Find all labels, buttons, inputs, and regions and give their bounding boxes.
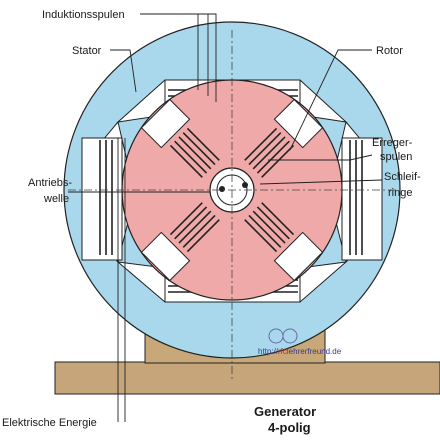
- watermark-url: http://rfclehrerfreund.de: [258, 347, 342, 356]
- excitation-coils: [169, 127, 295, 253]
- label-antriebswelle-1: Antriebs-: [28, 177, 72, 189]
- label-rotor: Rotor: [376, 45, 403, 57]
- slip-ring-contact-left: [219, 186, 225, 192]
- watermark-logo: [268, 328, 298, 344]
- leader-erregerspulen: [268, 154, 373, 161]
- title-line1: Generator: [254, 404, 316, 419]
- title-line2: 4-polig: [268, 420, 311, 435]
- watermark-suffix: lehrerfreund.de: [287, 347, 342, 356]
- leader-rotor: [289, 49, 372, 151]
- label-induktionsspulen: Induktionsspulen: [42, 9, 125, 21]
- label-erregerspulen-2: spulen: [380, 151, 412, 163]
- slip-ring-contact-right: [242, 182, 248, 188]
- leader-stator: [110, 49, 137, 93]
- center-lines: [68, 30, 396, 380]
- label-schleifringe-2: ringe: [388, 187, 412, 199]
- label-elektrische-energie: Elektrische Energie: [2, 417, 97, 429]
- watermark-prefix: http://: [258, 347, 279, 356]
- ground-base: [54, 361, 440, 395]
- leader-lines: [68, 13, 383, 422]
- label-erregerspulen-1: Erreger-: [372, 137, 413, 149]
- leader-schleifringe: [259, 179, 383, 185]
- label-stator: Stator: [72, 45, 102, 57]
- label-schleifringe-1: Schleif-: [384, 171, 421, 183]
- label-antriebswelle-2: welle: [43, 193, 69, 205]
- rotor-poles: [140, 98, 324, 282]
- watermark-highlight: rfc: [278, 347, 287, 356]
